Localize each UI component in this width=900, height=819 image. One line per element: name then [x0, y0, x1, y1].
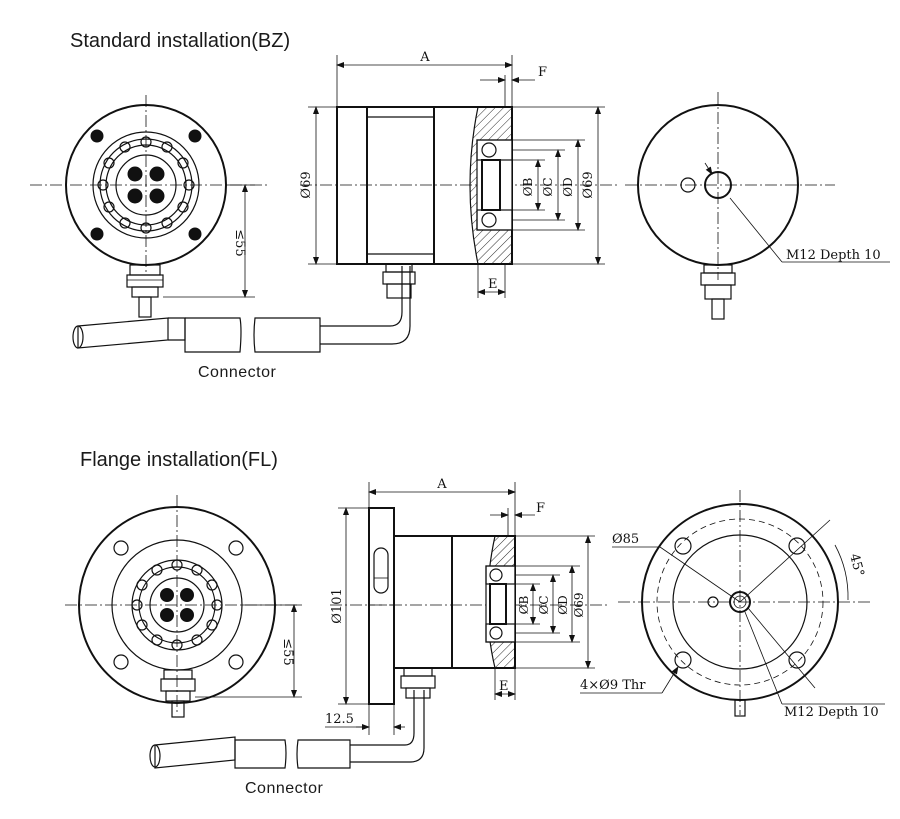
connector-label-bottom: Connector — [245, 780, 324, 797]
dim-dia-b-top: ØB — [521, 177, 535, 196]
angle-45-label: 45° — [846, 552, 866, 578]
dim-dia-d-bottom: ØD — [556, 595, 570, 614]
connector-label-top: Connector — [198, 364, 277, 381]
dim-f-bottom: F — [536, 501, 545, 516]
top-rear-view: M12 Depth 10 — [625, 92, 890, 320]
top-side-view: A F E Ø69 ØB ØC — [299, 50, 620, 299]
standard-installation-title: Standard installation(BZ) — [70, 30, 291, 52]
dim-f-top: F — [538, 65, 547, 80]
dim-dia69-left-top: Ø69 — [299, 171, 314, 198]
le55-bottom-label: ≤55 — [280, 638, 295, 665]
dim-dia101: Ø101 — [330, 588, 345, 623]
connector-cable-bottom — [149, 690, 425, 769]
thread-label-top: M12 Depth 10 — [786, 248, 881, 263]
top-front-view: ≤55 — [30, 95, 270, 318]
dim-offset-12-5: 12.5 — [325, 712, 354, 727]
dim-dia-c-bottom: ØC — [537, 595, 551, 614]
dim-dia-d-top: ØD — [561, 177, 575, 196]
dim-a-bottom: A — [436, 477, 447, 492]
dim-e-top: E — [488, 277, 498, 292]
dim-dia-c-top: ØC — [541, 177, 555, 196]
bottom-side-view: A F E Ø101 12.5 — [325, 477, 610, 735]
ball-ring-top — [97, 136, 195, 234]
connector-cable-top — [72, 266, 411, 353]
dim-dia69-right-top: Ø69 — [581, 171, 596, 198]
dim-e-bottom: E — [499, 679, 509, 694]
le55-top-label: ≤55 — [232, 229, 247, 256]
ball-ring-bottom — [131, 559, 223, 651]
dim-dia85: Ø85 — [612, 532, 639, 547]
dim-a-top: A — [419, 50, 430, 65]
thread-label-bottom: M12 Depth 10 — [784, 705, 879, 720]
bottom-rear-view: 45° Ø85 4×Ø9 Thr M12 Depth 10 — [580, 490, 885, 720]
flange-installation-title: Flange installation(FL) — [80, 449, 278, 471]
dim-holes-label: 4×Ø9 Thr — [580, 678, 646, 693]
bottom-front-view: ≤55 — [65, 495, 302, 718]
dim-dia-b-bottom: ØB — [517, 595, 531, 614]
dim-dia69-bottom: Ø69 — [572, 592, 586, 617]
